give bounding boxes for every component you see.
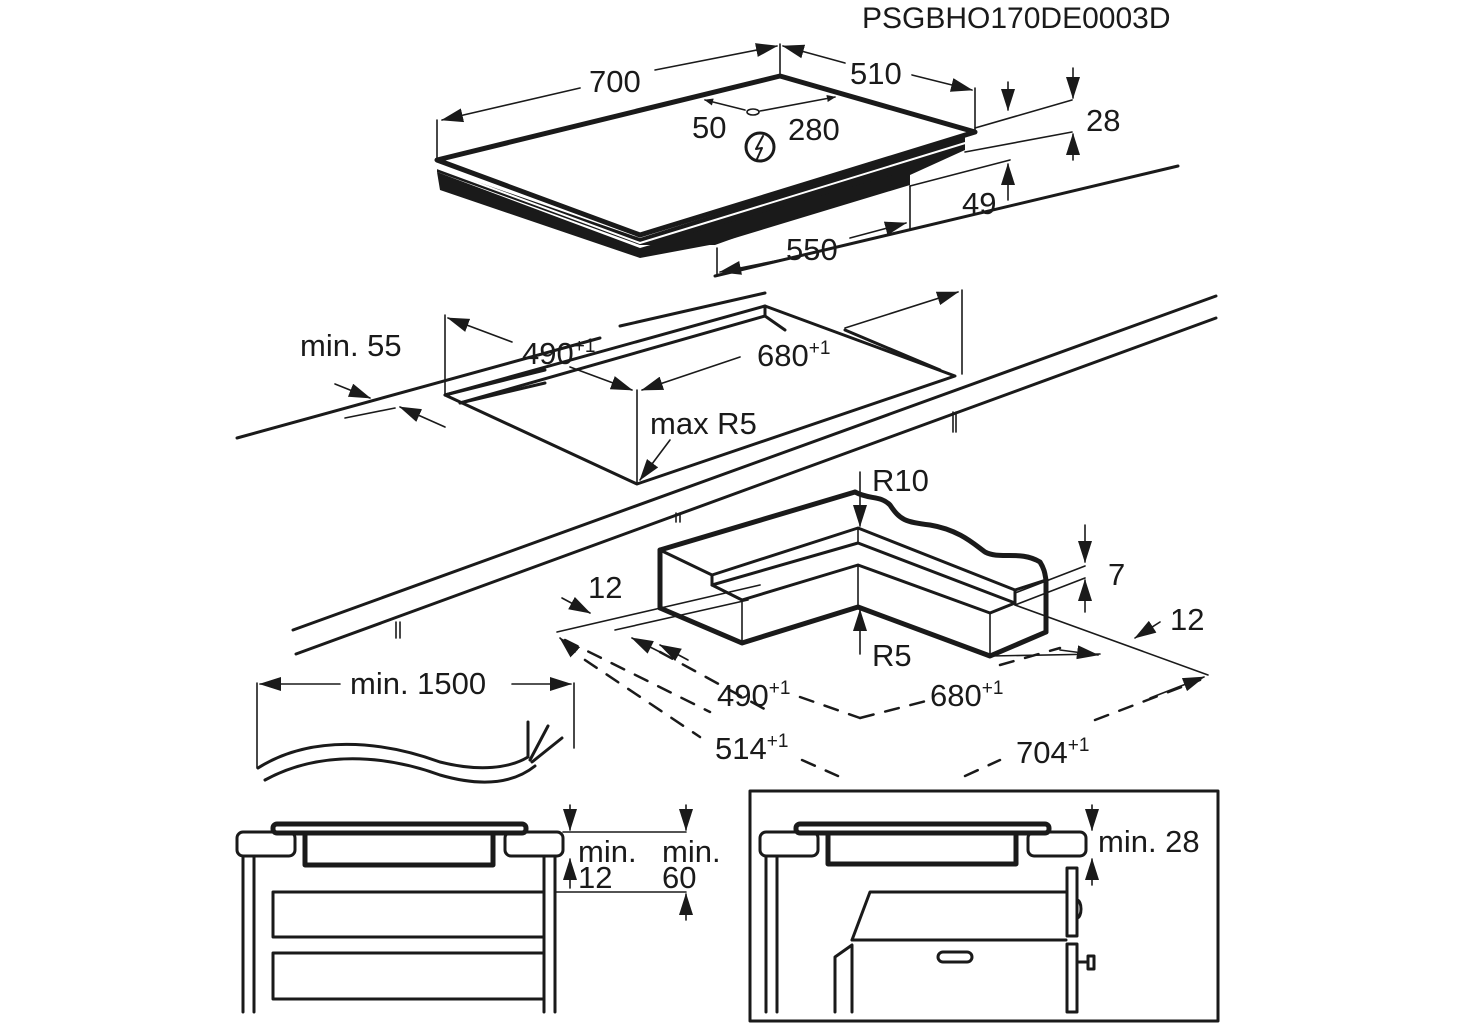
drawer-gap-60-label-line1: min.: [662, 834, 721, 869]
drawer-gap-60-label-line2: 60: [662, 860, 696, 895]
drawer-1: [271, 890, 546, 939]
worktop-left: [235, 830, 297, 858]
hob-glass-edge: [436, 167, 641, 244]
oven-top: [850, 890, 1068, 942]
cutout-depth-label: 490+1: [522, 336, 595, 371]
cutout-width-label: 680+1: [757, 338, 830, 373]
connection-offset-label: 50: [692, 110, 726, 145]
section-oven-drawing: [748, 789, 1220, 1023]
frame-inner-width-label: 680+1: [930, 678, 1003, 713]
oven-section-frame: [748, 789, 1220, 1023]
frame-inner-depth-label: 490+1: [717, 678, 790, 713]
hob-depth-label: 510: [850, 56, 902, 91]
cutout-dimensions: [334, 289, 963, 485]
frame-outer-width-label: 704+1: [1016, 735, 1089, 770]
frame-outer-depth-label: 514+1: [715, 731, 788, 766]
frame-inner-radius-label: R5: [872, 638, 912, 673]
worktop-left-oven: [758, 830, 820, 858]
hob-body-depth-label: 550: [786, 232, 838, 267]
section-drawer-drawing: [235, 804, 693, 1014]
hob-dimensions: [436, 43, 1180, 278]
hob-glass-section: [270, 821, 529, 836]
oven-handle: [936, 950, 974, 964]
drawer-2: [271, 951, 546, 1001]
hob-body-height-label: 49: [962, 186, 996, 221]
oven-panel-upper: [1065, 866, 1079, 938]
hob-body-lower: [437, 170, 910, 258]
hob-glass-edge-2: [639, 139, 976, 244]
power-cable-drawing: [256, 677, 575, 784]
frame-cutout-dimensions: [556, 471, 1209, 778]
hob-body-section: [302, 830, 496, 868]
worktop-cutout-drawing: [235, 291, 1218, 656]
cutout-min-edge-label: min. 55: [300, 328, 402, 363]
frame-outer-radius-label: R10: [872, 463, 929, 498]
cutout-corner-radius-label: max R5: [650, 406, 757, 441]
worktop-right: [503, 830, 565, 858]
cable-length-label: min. 1500: [350, 666, 486, 701]
frame-ledge-height-label: 7: [1108, 557, 1125, 592]
worktop-right-oven: [1026, 830, 1088, 858]
connection-distance-label: 280: [788, 112, 840, 147]
oven-knob: [1075, 898, 1083, 920]
oven-screw: [1086, 954, 1096, 971]
oven-side: [833, 943, 854, 1014]
oven-gap-label: min. 28: [1098, 824, 1200, 859]
hob-total-height-label: 28: [1086, 103, 1120, 138]
hob-width-label: 700: [589, 64, 641, 99]
power-lightning-icon: [744, 131, 776, 163]
connection-point: [746, 108, 760, 116]
oven-panel-lower: [1065, 942, 1079, 1014]
hob-body-section-oven: [825, 830, 1019, 867]
document-code: PSGBHO170DE0003D: [862, 2, 1171, 35]
drawer-gap-12-label-line2: 12: [578, 860, 612, 895]
frame-ledge-width-right-label: 12: [1170, 602, 1204, 637]
hob-drawing: [434, 73, 978, 258]
drawer-gap-12-label-line1: min.: [578, 834, 637, 869]
frame-ledge-width-left-label: 12: [588, 570, 622, 605]
hob-glass-section-oven: [793, 821, 1052, 836]
frame-cutout-drawing: [657, 489, 1049, 659]
